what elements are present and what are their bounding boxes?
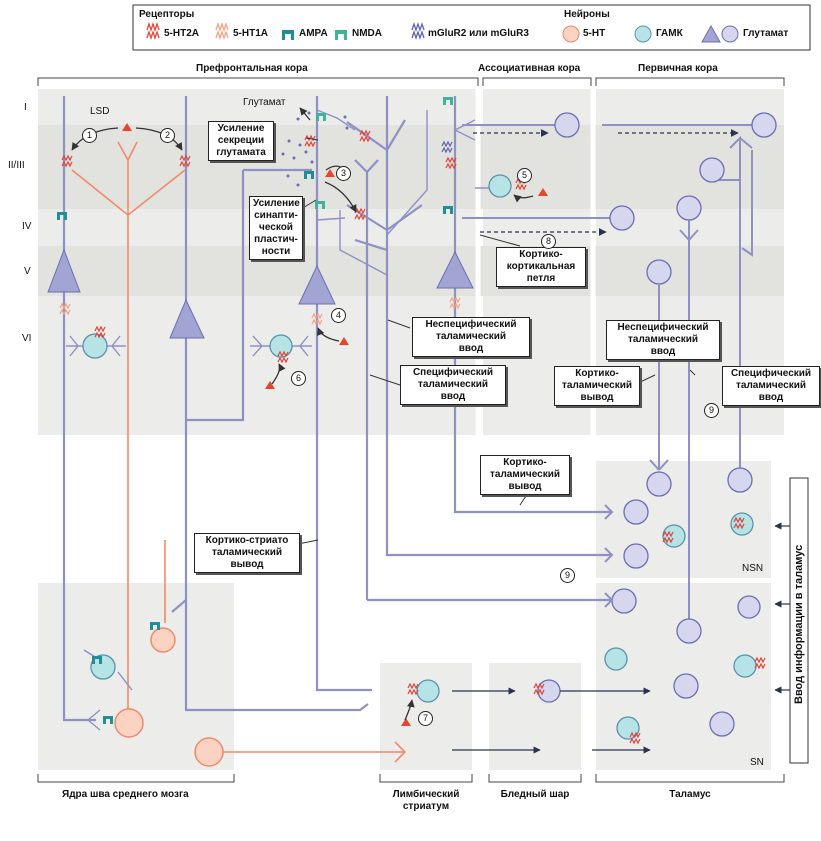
serotonin-axons bbox=[71, 141, 186, 710]
legend-nmda-icon bbox=[335, 30, 347, 40]
region-pallidum-title: Бледный шар bbox=[500, 789, 570, 800]
gaba-interneuron-vi-left bbox=[82, 333, 108, 359]
step-marker-8: 8 bbox=[541, 234, 556, 249]
cortico-cortical-arrows bbox=[473, 129, 739, 236]
pallidum-panel bbox=[489, 663, 581, 770]
step-marker-5: 5 bbox=[517, 168, 532, 183]
region-striatum-title-line1: Лимбический bbox=[392, 789, 460, 800]
pallidum-neuron bbox=[537, 679, 561, 703]
pyramidal-neuron-4 bbox=[436, 250, 474, 289]
mglur-receptors bbox=[441, 140, 453, 154]
step-marker-9-upper: 9 bbox=[704, 403, 719, 418]
layer-label-i: I bbox=[24, 102, 27, 113]
raphe-panel bbox=[38, 583, 234, 770]
step-marker-3: 3 bbox=[336, 166, 351, 181]
assoc-neuron-top bbox=[554, 112, 580, 138]
layer-label-vi: VI bbox=[22, 333, 32, 344]
lsd-label: LSD bbox=[90, 106, 110, 117]
legend-ampa-label: AMPA bbox=[299, 28, 328, 39]
region-prefrontal-title: Префронтальная кора bbox=[196, 63, 308, 74]
step-marker-2: 2 bbox=[160, 128, 175, 143]
basal-ganglia-arrows bbox=[452, 522, 790, 754]
step-marker-4: 4 bbox=[331, 308, 346, 323]
sn-label: SN bbox=[750, 757, 764, 768]
step-marker-6: 6 bbox=[291, 371, 306, 386]
callout-specific-input-b: Специфический таламический ввод bbox=[722, 366, 820, 406]
primary-neuron-iv bbox=[676, 195, 702, 221]
legend-5ht-neuron-label: 5-HT bbox=[583, 28, 606, 39]
glutamate-vesicles bbox=[281, 111, 349, 187]
legend-glu-pyramid-icon bbox=[701, 24, 721, 43]
striatum-gaba-neuron bbox=[416, 679, 440, 703]
ht1a-receptors bbox=[59, 296, 461, 326]
region-primary-title: Первичная кора bbox=[638, 63, 718, 74]
gaba-interneuron-assoc bbox=[488, 174, 512, 198]
legend-5ht1a-icon bbox=[215, 21, 229, 41]
thalamus-terminals bbox=[604, 504, 614, 608]
serotonin-axon-bottom bbox=[223, 741, 407, 763]
region-associative-title: Ассоциативная кора bbox=[478, 63, 581, 74]
legend-neurons-title: Нейроны bbox=[564, 9, 610, 20]
gaba-interneuron-raphe bbox=[90, 654, 116, 680]
callout-nonspecific-input-a: Неспецифический таламический ввод bbox=[412, 317, 530, 357]
assoc-axons bbox=[462, 124, 752, 219]
legend-5ht2a-label: 5-HT2A bbox=[164, 28, 200, 39]
primary-neuron-v bbox=[646, 259, 672, 285]
ampa-receptors bbox=[57, 171, 453, 724]
legend-gaba-neuron-icon bbox=[634, 25, 652, 43]
pyramidal-neuron-1 bbox=[47, 248, 81, 293]
step-marker-9-lower: 9 bbox=[560, 568, 575, 583]
callout-cortico-cortical-loop: Кортико- кортикальная петля bbox=[496, 247, 586, 287]
legend-ampa-icon bbox=[282, 30, 294, 40]
primary-neuron-top bbox=[751, 112, 777, 138]
legend-receptors-title: Рецепторы bbox=[139, 9, 195, 20]
legend-nmda-label: NMDA bbox=[352, 28, 382, 39]
pyramidal-neuron-3 bbox=[298, 264, 336, 305]
cortical-axons bbox=[62, 96, 612, 722]
step-marker-1: 1 bbox=[82, 128, 97, 143]
callout-specific-input-a: Специфический таламический ввод bbox=[400, 365, 506, 405]
layer-label-v: V bbox=[24, 266, 31, 277]
thalamus-input-label: Ввод информации в таламус bbox=[793, 544, 805, 704]
serotonin-neuron-main bbox=[114, 708, 144, 738]
callout-cortico-striato: Кортико-стриато таламический вывод bbox=[194, 533, 300, 573]
region-striatum-title-line2: стриатум bbox=[402, 801, 450, 812]
legend-5ht1a-label: 5-HT1A bbox=[233, 28, 269, 39]
enhanced-plasticity-box: Усиление синапти- ческой пластич- ности bbox=[249, 196, 303, 260]
lsd-molecules bbox=[122, 123, 548, 726]
legend-glu-round-icon bbox=[721, 25, 739, 43]
step-marker-7: 7 bbox=[418, 711, 433, 726]
nsn-label: NSN bbox=[742, 563, 764, 574]
region-brackets bbox=[37, 77, 785, 783]
legend-mglur-label: mGluR2 или mGluR3 bbox=[428, 28, 529, 39]
thalamus-input-bar bbox=[789, 477, 809, 764]
glutamate-label: Глутамат bbox=[243, 97, 286, 108]
enhanced-secretion-box: Усиление секреции глутамата bbox=[208, 121, 274, 161]
gaba-interneuron-vi-mid bbox=[269, 334, 293, 358]
callout-cortico-output: Кортико- таламический вывод bbox=[554, 366, 640, 406]
legend-gaba-neuron-label: ГАМК bbox=[656, 28, 683, 39]
serotonin-neuron-bottom bbox=[194, 737, 224, 767]
layer-label-ii-iii: II/III bbox=[8, 160, 25, 171]
primary-neuron-ii bbox=[699, 157, 725, 183]
thalamus-neurons bbox=[604, 467, 761, 740]
pyramidal-neuron-2 bbox=[169, 298, 205, 339]
region-raphe-title: Ядра шва среднего мозга bbox=[62, 789, 189, 800]
legend-5ht2a-icon bbox=[146, 21, 160, 41]
layer-label-iv: IV bbox=[22, 221, 32, 232]
assoc-neuron-iv bbox=[609, 205, 635, 231]
serotonin-neuron-secondary bbox=[150, 627, 176, 653]
ht2a-receptors bbox=[61, 129, 766, 745]
callout-cortico-thalamic-output: Кортико- таламический вывод bbox=[480, 455, 570, 495]
region-thalamus-title: Таламус bbox=[669, 789, 711, 800]
callout-nonspecific-input-b: Неспецифический таламический ввод bbox=[606, 320, 720, 360]
legend-5ht-neuron-icon bbox=[562, 25, 580, 43]
nmda-receptors bbox=[315, 97, 453, 209]
legend-frame bbox=[132, 4, 811, 51]
legend-glu-neuron-label: Глутамат bbox=[743, 28, 789, 39]
legend-mglur-icon bbox=[411, 21, 425, 41]
